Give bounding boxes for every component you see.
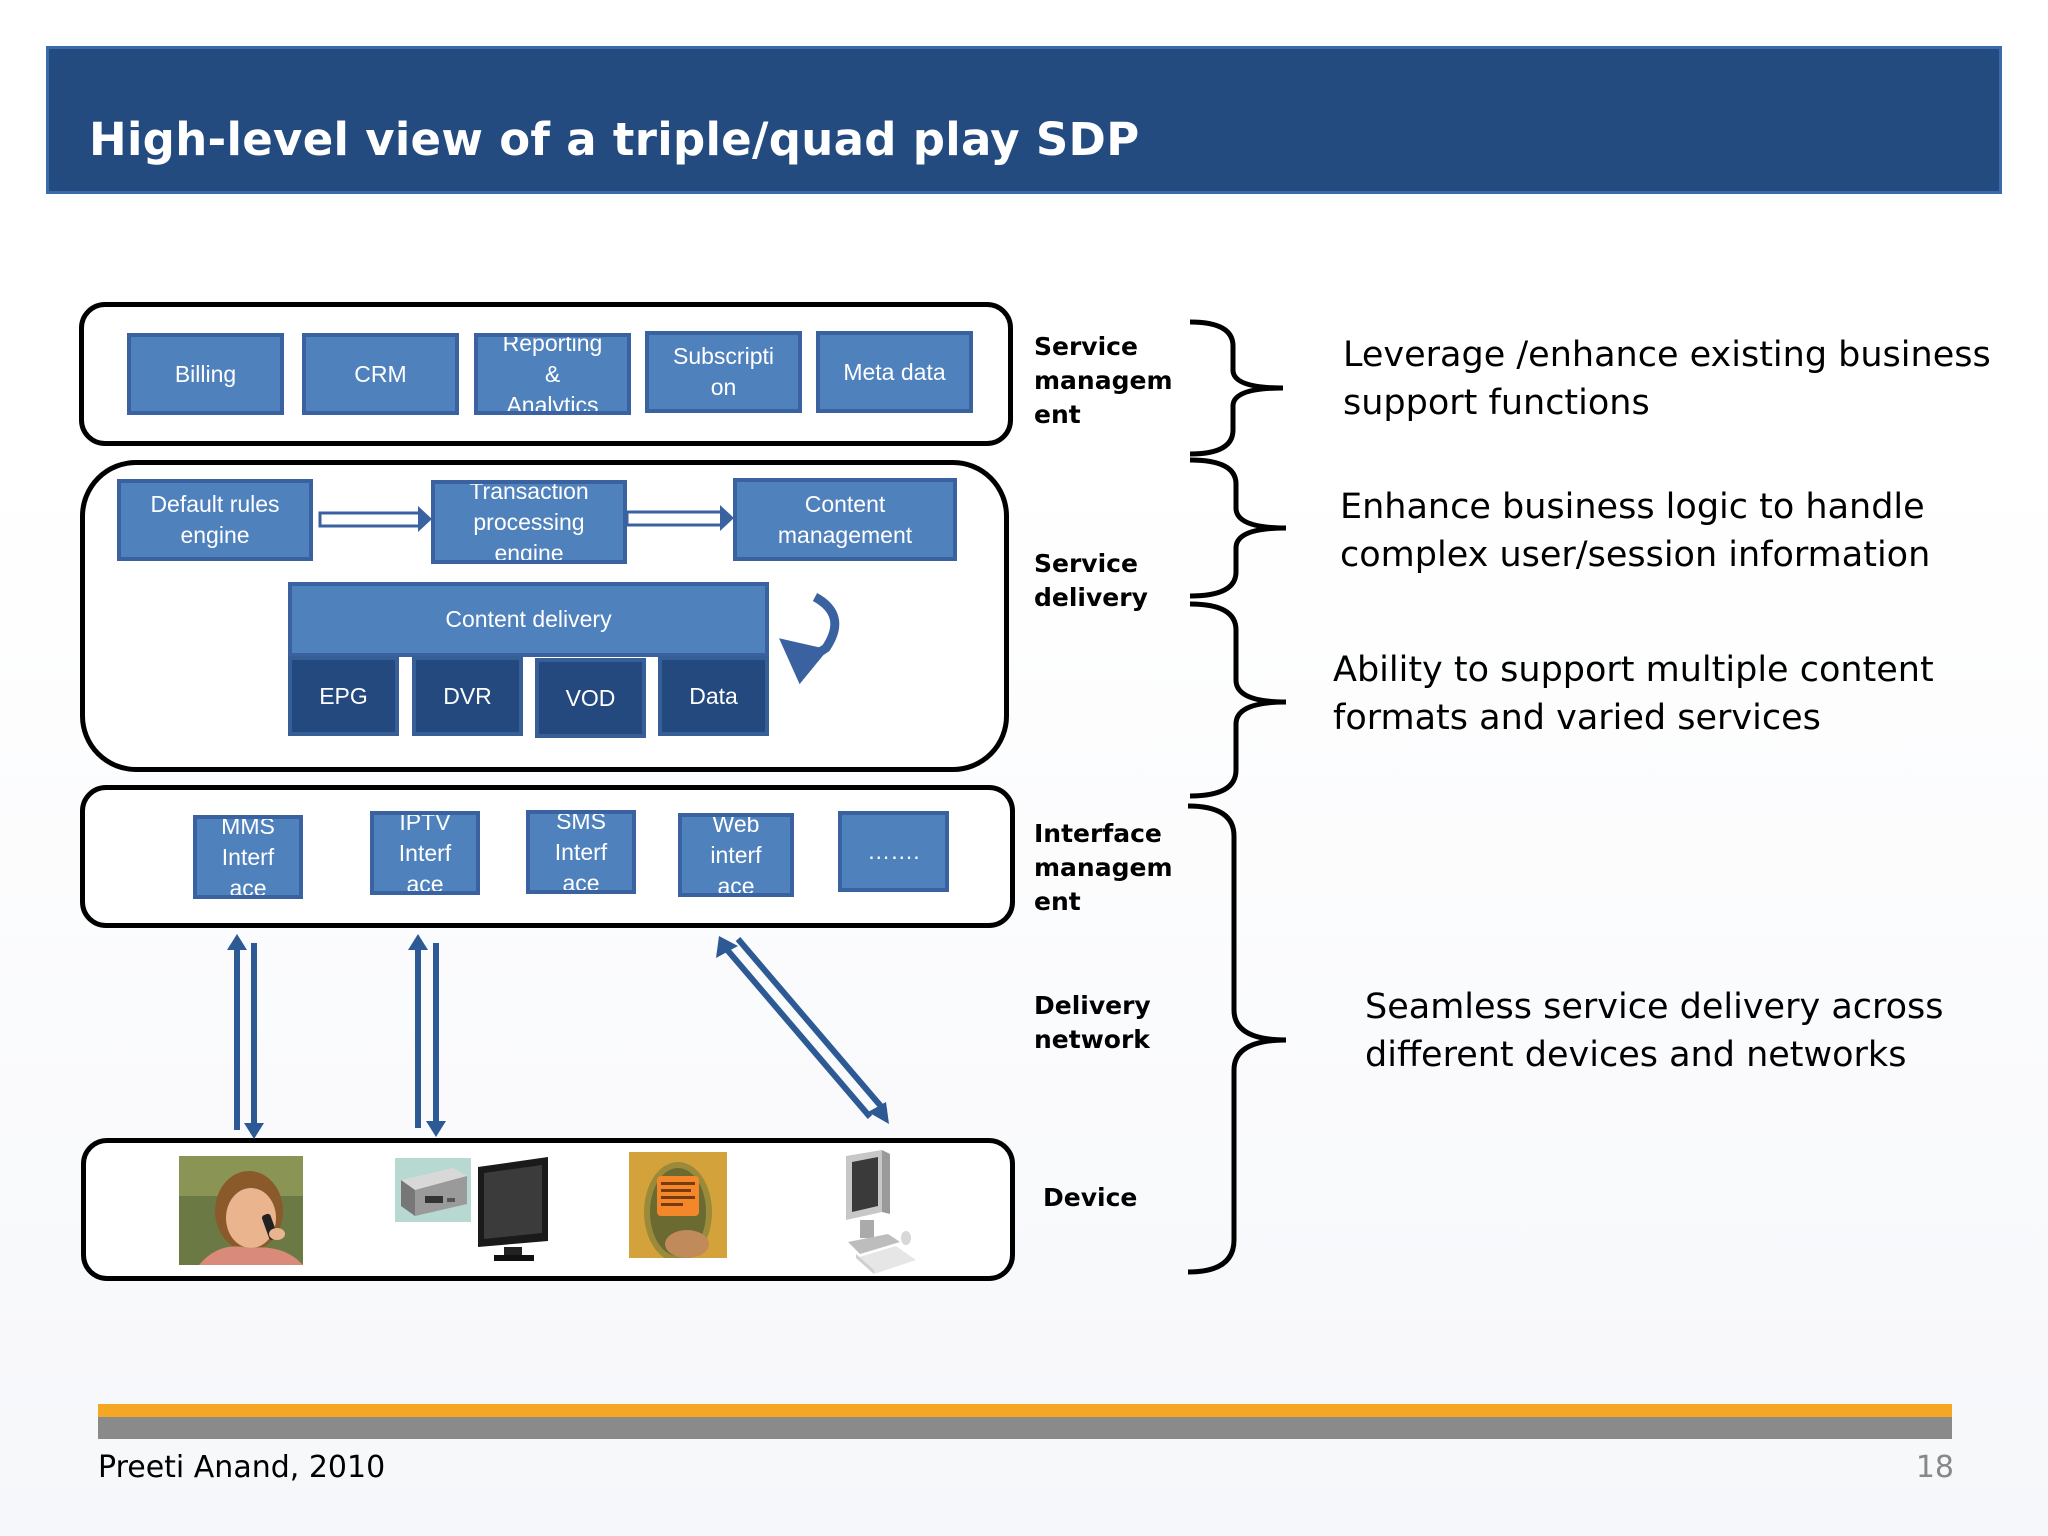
description-content-formats: Ability to support multiple content form… [1333,650,1934,738]
crm-box: CRM [302,333,459,415]
transaction-processing-engine-box: Transaction processing engine [431,480,627,564]
curved-arrow [779,593,840,685]
label-service-delivery: Service delivery [1034,549,1148,612]
vod-box: VOD [535,658,646,738]
sms-interface-box: SMS Interf ace [526,810,636,894]
meta-data-box: Meta data [816,331,973,413]
double-arrow-iptv [408,934,446,1137]
double-arrow-web [716,936,889,1124]
billing-box: Billing [127,333,284,415]
reporting-analytics-box: Reporting & Analytics [474,333,631,415]
data-box: Data [658,656,769,736]
description-business-logic: Enhance business logic to handle complex… [1340,487,1931,575]
flow-arrow-2 [625,505,734,531]
television-image [478,1157,548,1261]
brace-seamless-delivery [1187,803,1287,1275]
default-rules-engine-box: Default rules engine [117,479,313,561]
woman-on-phone-image [179,1156,303,1265]
description-seamless-delivery: Seamless service delivery across differe… [1365,987,1944,1075]
mms-interface-box: MMS Interf ace [193,815,303,899]
brace-content-formats [1189,601,1287,799]
content-management-box: Content management [733,478,957,561]
content-delivery-box: Content delivery [288,582,769,657]
label-device: Device [1043,1183,1138,1212]
dvr-box: DVR [412,656,523,736]
slide-title: High-level view of a triple/quad play SD… [89,113,1140,166]
label-service-management: Service managem ent [1034,332,1173,429]
label-interface-management: Interface managem ent [1034,819,1173,916]
more-interfaces-box: ……. [838,811,949,892]
title-bar: High-level view of a triple/quad play SD… [46,46,2002,194]
mobile-phone-image [629,1152,727,1258]
double-arrow-mms [227,934,264,1139]
set-top-box-image [395,1158,471,1222]
flow-arrow-1 [318,506,432,532]
footer-author: Preeti Anand, 2010 [98,1450,386,1485]
epg-box: EPG [288,656,399,736]
label-delivery-network: Delivery network [1034,991,1151,1054]
page-number: 18 [1915,1450,1954,1485]
desktop-computer-image [846,1150,916,1274]
brace-service-management [1189,319,1284,457]
iptv-interface-box: IPTV Interf ace [370,811,480,895]
footer-accent-orange [98,1404,1952,1417]
brace-business-logic [1189,457,1287,599]
footer-accent-gray [98,1417,1952,1439]
description-business-support: Leverage /enhance existing business supp… [1343,335,1991,423]
subscription-box: Subscripti on [645,331,802,413]
web-interface-box: Web interf ace [678,813,794,897]
